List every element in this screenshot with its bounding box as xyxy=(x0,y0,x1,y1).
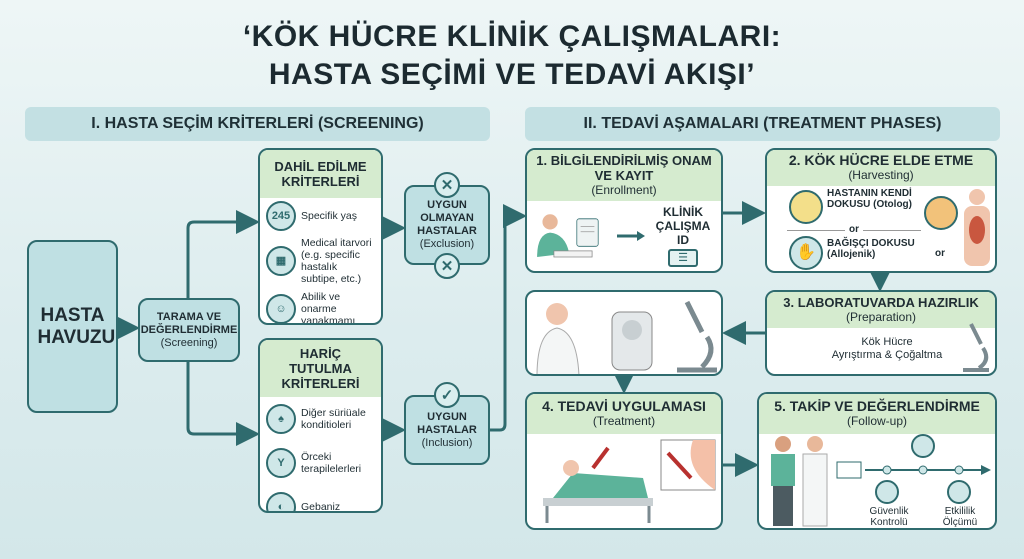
screening-box: TARAMA VE DEĞERLENDİRME (Screening) xyxy=(138,298,240,362)
step3-sub: (Preparation) xyxy=(845,310,917,324)
exclusion-criteria-box: HARİÇ TUTULMA KRİTERLERİ ♠Diğer süriüale… xyxy=(258,338,383,513)
eligible-l1: UYGUN xyxy=(427,410,467,423)
lungs-icon: ♠ xyxy=(266,404,296,434)
scientist-centrifuge-microscope-illustration xyxy=(536,300,717,374)
fat-tissue-icon xyxy=(789,190,823,224)
doctor-signing-illustration xyxy=(537,214,599,258)
exclusion-item: ◐ Gebaniz xyxy=(260,485,381,513)
arrow-to-step1 xyxy=(490,204,527,432)
patient-pool-box: HASTA HAVUZU xyxy=(27,240,118,413)
patient-bed-injection-illustration xyxy=(543,439,716,523)
inclusion-item: 245 Specifik yaş xyxy=(260,198,381,234)
or-label: or xyxy=(935,248,945,259)
step5-title: 5. TAKİP VE DEĞERLENDİRME xyxy=(774,398,980,414)
person-check-icon: ☺ xyxy=(266,294,296,323)
safety-check-label: Güvenlik Kontrolü xyxy=(869,506,909,528)
eligible-sub: (Inclusion) xyxy=(421,436,473,449)
ineligible-l3: HASTALAR xyxy=(417,225,477,237)
body-organs-illustration xyxy=(964,189,990,266)
section-header-treatment: II. TEDAVİ AŞAMALARI (TREATMENT PHASES) xyxy=(525,107,1000,141)
exclusion-item: ♠Diğer süriüale konditioleri xyxy=(260,397,381,441)
inclusion-item: ☺Abilik ve onarme yanakmamı xyxy=(260,288,381,325)
step2-title: 2. KÖK HÜCRE ELDE ETME xyxy=(788,152,974,168)
pregnant-icon: ◐ xyxy=(266,492,296,511)
arrow-to-inclusion-criteria xyxy=(186,210,260,298)
step3-line-1: Kök Hücre xyxy=(861,336,913,348)
section-header-screening: I. HASTA SEÇİM KRİTERLERİ (SCREENING) xyxy=(25,107,490,141)
antibody-icon: Y xyxy=(266,448,296,478)
item-label: Örceki terapilelerleri xyxy=(301,451,362,475)
step1-title: 1. BİLGİLENDİRİLMİŞ ONAM VE KAYIT xyxy=(536,153,712,183)
step5-sub: (Follow-up) xyxy=(846,414,907,428)
x-icon: ✕ xyxy=(434,253,460,279)
calendar-clock-icon: ▦ xyxy=(266,246,296,276)
ineligible-sub: (Exclusion) xyxy=(419,238,475,250)
step2-harvesting-box: 2. KÖK HÜCRE ELDE ETME(Harvesting) HASTA… xyxy=(765,148,997,273)
inclusion-item: ▦Medical itarvori (e.g. specific hastalı… xyxy=(260,234,381,288)
x-icon: ✕ xyxy=(434,172,460,198)
allogeneic-option: BAĞIŞÇI DOKUSU (Allojenik) xyxy=(827,238,915,260)
check-icon: ✓ xyxy=(434,382,460,408)
step4-title: 4. TEDAVİ UYGULAMASI xyxy=(542,398,706,414)
bone-marrow-icon xyxy=(924,196,958,230)
calendar-icon: 245 xyxy=(266,201,296,231)
microscope-icon xyxy=(963,323,989,372)
eligible-l2: HASTALAR xyxy=(417,423,477,436)
clinical-study-id-label: KLİNİK ÇALIŞMA ID xyxy=(655,205,711,247)
autologous-option: HASTANIN KENDİ DOKUSU (Otolog) xyxy=(827,188,912,210)
item-label: Abilik ve onarme yanakmamı xyxy=(301,291,356,325)
title-line-2: HASTA SEÇİMİ VE TEDAVİ AKIŞI’ xyxy=(268,58,756,91)
title-line-1: ‘KÖK HÜCRE KLİNİK ÇALIŞMALARI: xyxy=(242,20,782,53)
arrow-to-id xyxy=(617,231,645,241)
screening-l1: TARAMA VE xyxy=(156,310,222,323)
patient-pool-label: HASTA HAVUZU xyxy=(37,304,116,348)
step1-body: KLİNİK ÇALIŞMA ID ☰ xyxy=(527,201,721,271)
ineligible-l2: OLMAYAN xyxy=(420,212,474,224)
item-label: Medical itarvori (e.g. specific hastalık… xyxy=(301,237,372,285)
step4-sub: (Treatment) xyxy=(592,414,656,428)
step1-sub: (Enrollment) xyxy=(591,183,657,197)
screening-l2: DEĞERLENDİRME xyxy=(140,323,238,336)
item-label: Diğer süriüale konditioleri xyxy=(301,407,366,431)
item-label: Specifik yaş xyxy=(301,210,358,222)
page-title: ‘KÖK HÜCRE KLİNİK ÇALIŞMALARI: HASTA SEÇİ… xyxy=(0,18,1024,94)
clinical-study-id-group: KLİNİK ÇALIŞMA ID ☰ xyxy=(649,205,717,267)
screening-sub: (Screening) xyxy=(160,336,218,349)
or-label: or xyxy=(845,224,863,236)
step4-treatment-box: 4. TEDAVİ UYGULAMASI(Treatment) xyxy=(525,392,723,530)
step1-enrollment-box: 1. BİLGİLENDİRİLMİŞ ONAM VE KAYIT(Enroll… xyxy=(525,148,723,273)
ineligible-l1: UYGUN xyxy=(427,199,467,211)
exclusion-criteria-title: HARİÇ TUTULMA KRİTERLERİ xyxy=(260,340,381,397)
lab-illustration-box xyxy=(525,290,723,376)
donor-hands-icon: ✋ xyxy=(789,236,823,270)
step5-follow-up-box: 5. TAKİP VE DEĞERLENDİRME(Follow-up) Güv… xyxy=(757,392,997,530)
step2-sub: (Harvesting) xyxy=(848,168,914,182)
item-label: Gebaniz xyxy=(301,501,341,513)
step3-line-2: Ayrıştırma & Çoğaltma xyxy=(831,349,943,361)
efficacy-measure-label: Etkililik Ölçümü xyxy=(942,506,978,528)
follow-up-timeline-illustration xyxy=(771,434,991,527)
step3-preparation-box: 3. LABORATUVARDA HAZIRLIK(Preparation) K… xyxy=(765,290,997,376)
arrow-to-exclusion-criteria xyxy=(186,362,260,446)
inclusion-criteria-title: DAHİL EDİLME KRİTERLERİ xyxy=(260,150,381,198)
step3-title: 3. LABORATUVARDA HAZIRLIK xyxy=(783,295,979,310)
id-card-icon: ☰ xyxy=(668,249,698,267)
